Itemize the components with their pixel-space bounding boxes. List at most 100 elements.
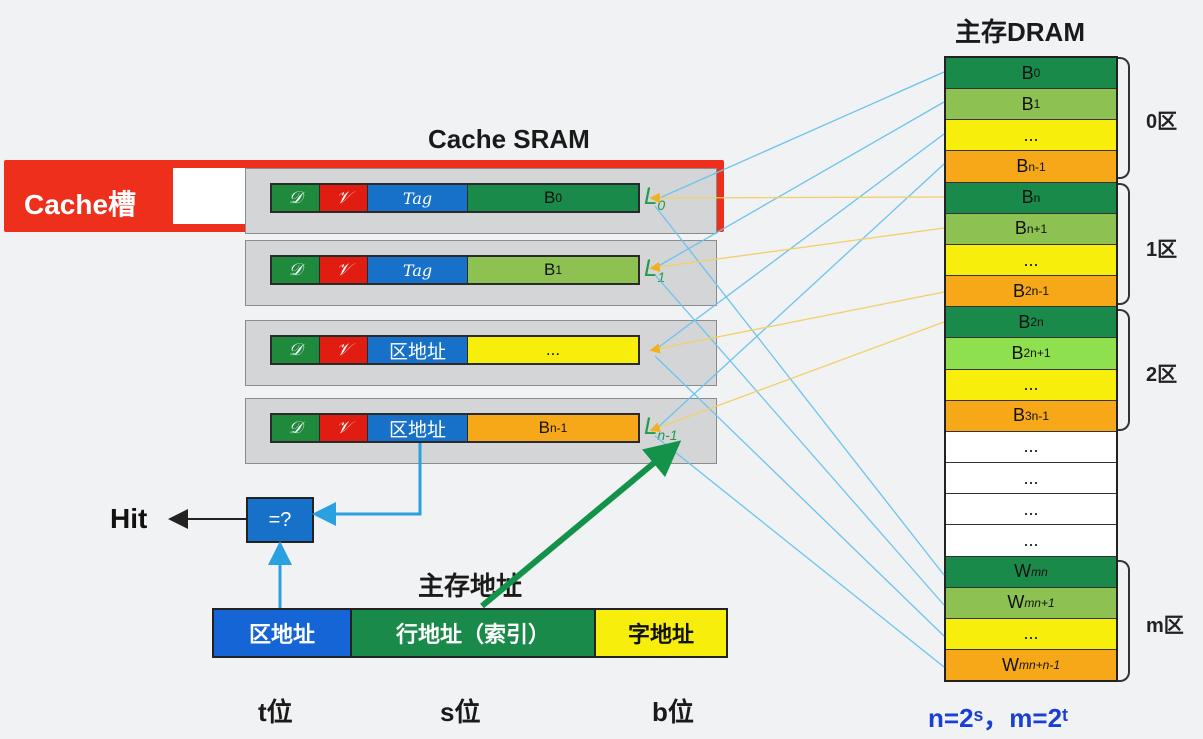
compare-label: =? bbox=[268, 508, 292, 531]
valid-bit-cell: 𝒱 bbox=[320, 415, 368, 441]
region-label-0: 0区 bbox=[1146, 111, 1178, 133]
memory-title: 主存DRAM bbox=[955, 17, 1085, 47]
dirty-bit-cell: 𝒟 bbox=[272, 257, 320, 283]
cache-slot-white-box bbox=[173, 168, 245, 224]
line-index-sub: 0 bbox=[657, 196, 666, 213]
memory-block-main: ... bbox=[1023, 467, 1039, 488]
dirty-bit-cell: 𝒟 bbox=[272, 415, 320, 441]
memory-block-main: B bbox=[1011, 342, 1024, 363]
memory-block-main: ... bbox=[1023, 249, 1039, 270]
line-index-sub: n-1 bbox=[657, 426, 678, 443]
bits-t-label: t位 bbox=[258, 697, 293, 727]
memory-block-sub: n+1 bbox=[1026, 221, 1048, 236]
line-index-label: L1 bbox=[644, 255, 665, 285]
memory-block-sub: n-1 bbox=[1028, 159, 1046, 174]
memory-block-main: W bbox=[1001, 654, 1019, 675]
line-index-main: L bbox=[644, 255, 658, 282]
memory-block-sub: 0 bbox=[1033, 66, 1041, 81]
memory-block: ... bbox=[946, 494, 1116, 526]
memory-block-sub: n bbox=[1033, 190, 1041, 205]
tag-cell: Tag bbox=[368, 257, 468, 283]
memory-block-main: B bbox=[1021, 62, 1034, 83]
memory-block-main: ... bbox=[1023, 374, 1039, 395]
memory-block-main: B bbox=[1018, 311, 1031, 332]
memory-block-main: B bbox=[1016, 156, 1029, 177]
region-label-2: 2区 bbox=[1146, 364, 1178, 386]
data-block-cell: ... bbox=[468, 337, 638, 363]
memory-block-main: ... bbox=[1023, 124, 1039, 145]
memory-block: ... bbox=[946, 431, 1116, 464]
valid-bit-cell: 𝒱 bbox=[320, 257, 368, 283]
region-brace-2 bbox=[1118, 309, 1130, 431]
memory-block-main: B bbox=[1021, 187, 1034, 208]
bits-s-label: s位 bbox=[440, 697, 481, 727]
memory-block: ... bbox=[946, 369, 1116, 401]
valid-bit-cell: 𝒱 bbox=[320, 337, 368, 363]
main-address-title: 主存地址 bbox=[418, 571, 523, 601]
memory-block-main: W bbox=[1014, 561, 1032, 582]
region-brace-m bbox=[1118, 560, 1130, 682]
region-label-m: m区 bbox=[1146, 615, 1184, 637]
memory-block-main: B bbox=[1012, 405, 1025, 426]
data-block-main: B bbox=[538, 418, 550, 437]
data-block-main: B bbox=[543, 260, 556, 279]
cache-slot-label: Cache槽 bbox=[24, 189, 137, 220]
memory-block-sub: 2n+1 bbox=[1023, 346, 1051, 361]
memory-block-sub: 1 bbox=[1033, 97, 1041, 112]
data-block-main: B bbox=[543, 188, 556, 207]
memory-block-main: B bbox=[1012, 280, 1025, 301]
line-index-label: L0 bbox=[644, 183, 665, 213]
memory-block-sub: 2n-1 bbox=[1024, 284, 1050, 299]
memory-block-sub: mn+1 bbox=[1024, 595, 1055, 610]
addr-field-index: 行地址（索引） bbox=[352, 610, 596, 656]
memory-block-main: ... bbox=[1023, 623, 1039, 644]
dirty-bit-cell: 𝒟 bbox=[272, 185, 320, 211]
memory-block: ... bbox=[946, 244, 1116, 277]
memory-block: ... bbox=[946, 463, 1116, 495]
line-index-sub: 1 bbox=[657, 268, 666, 285]
addr-field-word-label: 字地址 bbox=[627, 622, 694, 647]
memory-block-sub: mn bbox=[1031, 564, 1048, 579]
compare-box: =? bbox=[246, 497, 314, 543]
memory-block: ... bbox=[946, 120, 1116, 152]
memory-block-main: ... bbox=[1023, 436, 1039, 457]
data-block-sub: 0 bbox=[555, 191, 563, 205]
memory-block-main: ... bbox=[1023, 498, 1039, 519]
addr-field-block-label: 区地址 bbox=[248, 622, 315, 647]
addr-field-word: 字地址 bbox=[596, 610, 726, 656]
tag-cell: 区地址 bbox=[368, 337, 468, 363]
valid-bit-cell: 𝒱 bbox=[320, 185, 368, 211]
memory-block: ... bbox=[946, 618, 1116, 650]
bits-b-label: b位 bbox=[652, 697, 694, 727]
memory-block-main: B bbox=[1021, 93, 1034, 114]
tag-cell: Tag bbox=[368, 185, 468, 211]
line-index-label: Ln-1 bbox=[644, 413, 678, 443]
region-brace-1 bbox=[1118, 183, 1130, 305]
cache-sram-title: Cache SRAM bbox=[428, 124, 590, 154]
memory-block-sub: 2n bbox=[1030, 315, 1044, 330]
addr-field-index-label: 行地址（索引） bbox=[395, 622, 550, 647]
main-address-bar: 区地址 行地址（索引） 字地址 bbox=[212, 608, 728, 658]
